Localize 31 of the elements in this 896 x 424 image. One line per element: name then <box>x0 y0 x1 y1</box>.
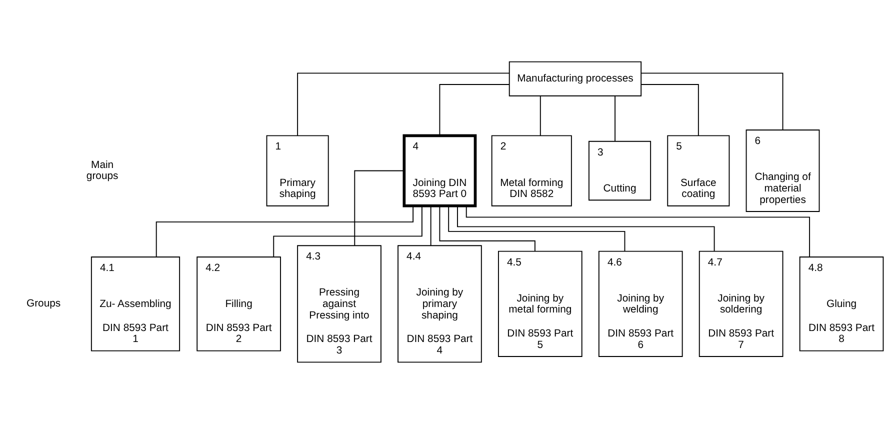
node-box: 4.1 Zu- Assembling DIN 8593 Part 1 <box>90 256 180 352</box>
node-box: 4.4 Joining by primary shaping DIN 8593 Part 4 <box>398 245 482 363</box>
connector <box>640 72 784 130</box>
node-box: 4 Joining DIN 8593 Part 0 <box>402 134 477 208</box>
node-box: 3 Cutting <box>588 140 652 201</box>
node-box: 4.2 Filling DIN 8593 Part 2 <box>196 256 281 352</box>
node-box: 4.6 Joining by welding DIN 8593 Part 6 <box>598 250 683 357</box>
node-box: 4.7 Joining by soldering DIN 8593 Part 7 <box>698 250 784 357</box>
connector <box>354 170 405 246</box>
connector <box>466 206 810 258</box>
connector <box>640 84 699 136</box>
connector <box>273 206 422 258</box>
node-box: 6 Changing of material properties <box>746 130 820 212</box>
node-box: Manufacturing processes <box>508 61 642 96</box>
connector <box>430 206 432 246</box>
label: Main groups <box>86 160 118 182</box>
connector <box>457 205 715 252</box>
node-box: 4.8 Gluing DIN 8593 Part 8 <box>799 256 884 352</box>
connector <box>439 206 536 252</box>
node-box: 4.5 Joining by metal forming DIN 8593 Part 5 <box>498 250 582 357</box>
connector <box>614 96 616 142</box>
connector <box>448 206 626 252</box>
label: Groups <box>26 298 61 310</box>
connector <box>439 84 510 136</box>
connector <box>540 96 541 136</box>
connector <box>297 72 510 136</box>
connector <box>156 206 414 258</box>
node-box: 2 Metal forming DIN 8582 <box>491 135 572 206</box>
node-box: 1 Primary shaping <box>266 135 329 206</box>
node-box: 4.3 Pressing against Pressing into DIN 8593 Part 3 <box>297 245 382 363</box>
node-box: 5 Surface coating <box>667 135 730 206</box>
